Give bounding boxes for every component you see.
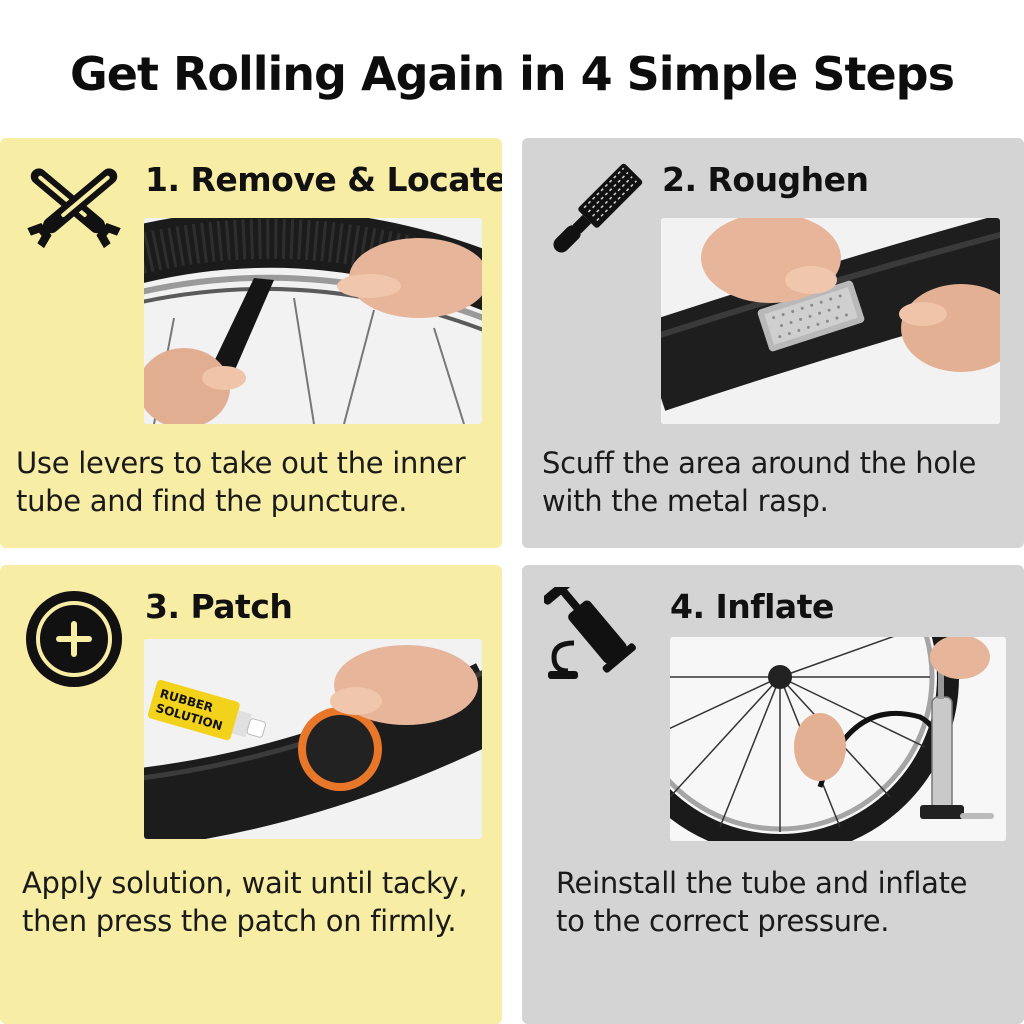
- plus-circle-icon: [26, 591, 122, 691]
- tire-lever-icon: [22, 160, 126, 256]
- step-1-description-line: tube and find the puncture.: [16, 484, 408, 518]
- step-1-panel: 1. Remove & Locate: [0, 138, 502, 548]
- step-3-description-line: Apply solution, wait until tacky,: [22, 866, 468, 900]
- rasp-scuffing-photo: [661, 218, 1000, 424]
- step-2-panel: 2. Roughen: [522, 138, 1024, 548]
- step-4-panel: 4. Inflate: [522, 565, 1024, 1024]
- step-4-description-line: to the correct pressure.: [556, 904, 890, 938]
- step-1-title: 1. Remove & Locate: [145, 160, 502, 199]
- step-2-title: 2. Roughen: [662, 160, 869, 199]
- step-4-title: 4. Inflate: [670, 587, 834, 626]
- step-3-title: 3. Patch: [145, 587, 293, 626]
- step-4-description-line: Reinstall the tube and inflate: [556, 866, 968, 900]
- tire-lever-photo: [144, 218, 482, 424]
- step-1-description: Use levers to take out the inner tube an…: [16, 444, 466, 520]
- step-3-description: Apply solution, wait until tacky, then p…: [22, 864, 468, 940]
- step-4-description: Reinstall the tube and inflate to the co…: [556, 864, 968, 940]
- patch-photo: RUBBER SOLUTION: [144, 639, 482, 839]
- step-3-panel: 3. Patch RUBBER: [0, 565, 502, 1024]
- step-1-description-line: Use levers to take out the inner: [16, 446, 466, 480]
- step-2-description: Scuff the area around the hole with the …: [542, 444, 976, 520]
- page-title: Get Rolling Again in 4 Simple Steps: [70, 47, 955, 101]
- step-3-description-line: then press the patch on firmly.: [22, 904, 457, 938]
- pump-inflate-photo: [670, 637, 1006, 841]
- rasp-icon: [542, 160, 646, 268]
- step-2-description-line: Scuff the area around the hole: [542, 446, 977, 480]
- pump-icon: [542, 571, 650, 695]
- step-2-description-line: with the metal rasp.: [542, 484, 829, 518]
